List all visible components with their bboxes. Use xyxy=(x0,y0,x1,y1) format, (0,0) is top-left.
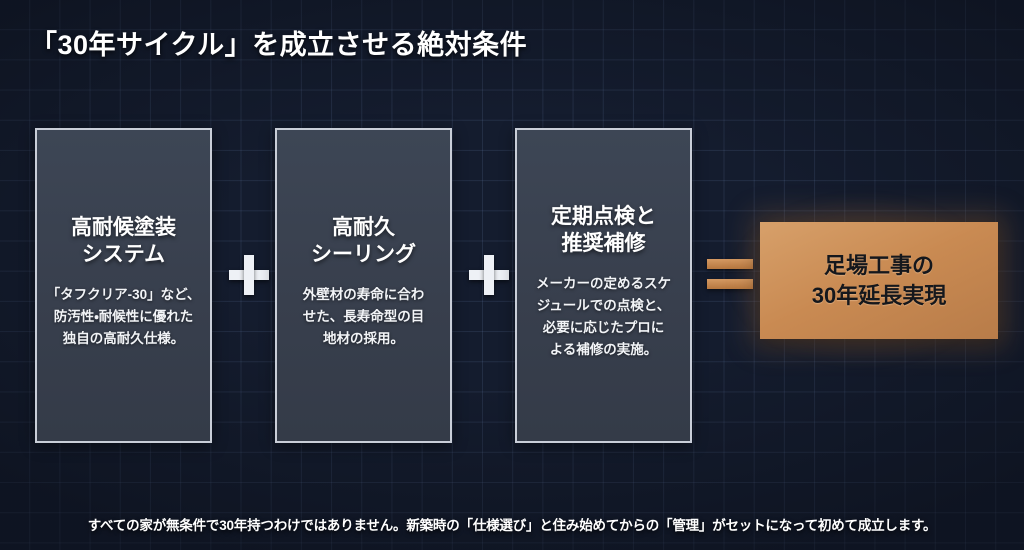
equals-icon xyxy=(707,257,755,291)
footer-disclaimer: すべての家が無条件で30年持つわけではありません。新築時の「仕様選び」と住み始め… xyxy=(87,518,937,533)
equals-icon-top-bar xyxy=(707,259,753,269)
condition-card-3-heading: 定期点検と 推奨補修 xyxy=(551,205,656,255)
plus-icon-1-vertical-bar xyxy=(244,255,254,295)
result-box: 足場工事の 30年延長実現 xyxy=(760,222,998,339)
condition-card-1: 高耐候塗装 システム 「タフクリア-30」など、 防汚性・耐候性に優れた 独自の… xyxy=(35,128,212,443)
plus-icon-1 xyxy=(226,252,272,298)
plus-icon-2-vertical-bar xyxy=(484,255,494,295)
condition-card-2-heading: 高耐久 シーリング xyxy=(311,216,416,266)
condition-card-3-body: メーカーの定めるスケ ジュールでの点検と、 必要に応じたプロに よる補修の実施。 xyxy=(536,276,671,358)
plus-icon-2 xyxy=(466,252,512,298)
condition-card-2-body: 外壁材の寿命に合わ せた、長寿命型の目 地材の採用。 xyxy=(302,287,425,347)
condition-card-1-heading: 高耐候塗装 システム xyxy=(71,216,176,266)
equals-icon-bottom-bar xyxy=(707,279,753,289)
condition-card-1-body: 「タフクリア-30」など、 防汚性・耐候性に優れた 独自の高耐久仕様。 xyxy=(46,287,201,347)
page-title: 「30年サイクル」を成立させる絶対条件 xyxy=(30,30,528,60)
condition-card-2: 高耐久 シーリング 外壁材の寿命に合わ せた、長寿命型の目 地材の採用。 xyxy=(275,128,452,443)
result-box-text: 足場工事の 30年延長実現 xyxy=(811,253,947,308)
condition-card-3: 定期点検と 推奨補修 メーカーの定めるスケ ジュールでの点検と、 必要に応じたプ… xyxy=(515,128,692,443)
